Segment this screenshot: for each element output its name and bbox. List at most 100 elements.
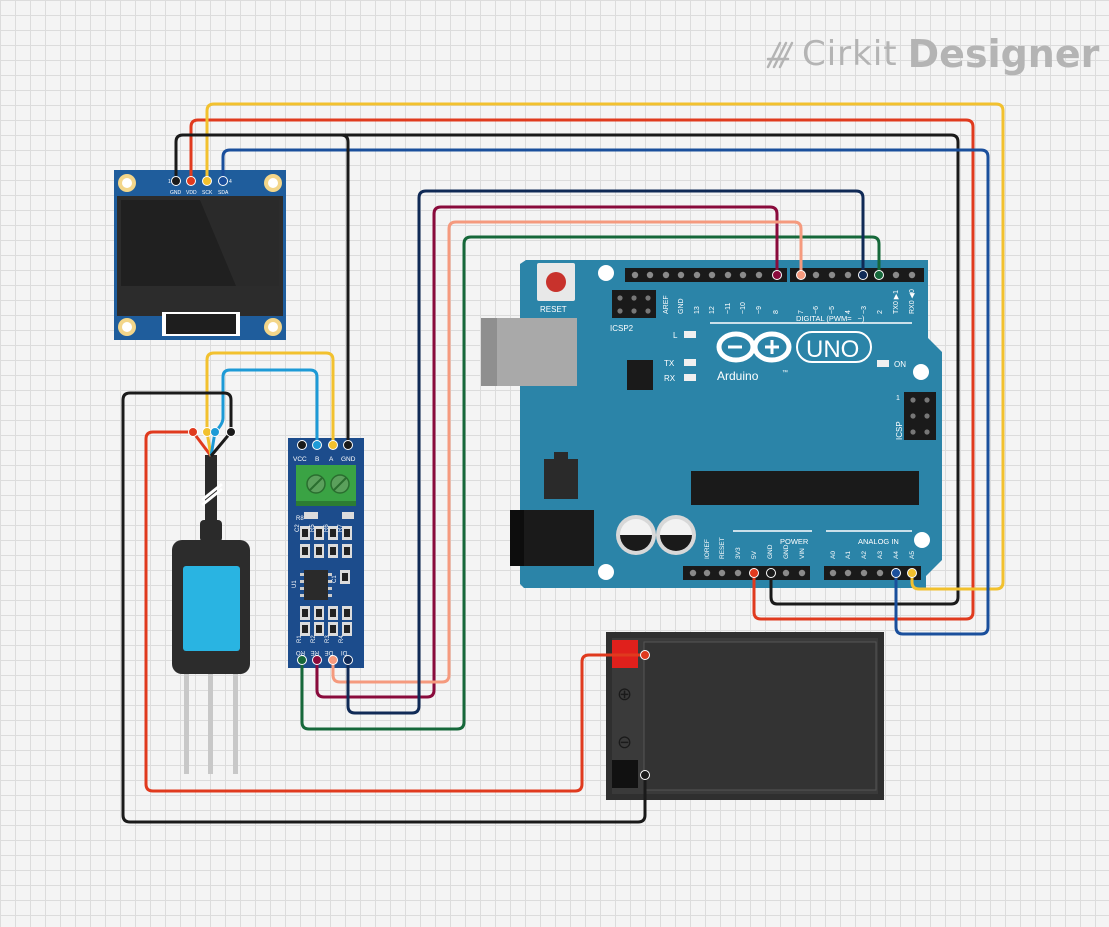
wire-endpoint[interactable]: [891, 568, 901, 578]
icsp-header[interactable]: [904, 392, 936, 440]
digital-pin-label: AREF: [663, 295, 670, 314]
wire-rs485-de-salmon[interactable]: [331, 220, 803, 684]
wire-endpoint[interactable]: [210, 427, 220, 437]
wire-endpoint[interactable]: [343, 655, 353, 665]
digital-pin-label: 12: [709, 306, 716, 314]
wire-endpoint[interactable]: [171, 176, 181, 186]
wire-endpoint[interactable]: [186, 176, 196, 186]
wire-endpoint[interactable]: [328, 655, 338, 665]
cirkit-logo-icon: [766, 41, 794, 69]
wire-rs485-b-blue[interactable]: [213, 368, 319, 447]
capacitor-2: [656, 515, 696, 555]
digital-pin[interactable]: [828, 271, 836, 279]
svg-text:R4: R4: [339, 635, 345, 643]
wire-rs485-ro-green[interactable]: [300, 235, 881, 731]
led-tx: [684, 359, 696, 366]
digital-pin[interactable]: [892, 271, 900, 279]
arduino-mount-hole-3: [914, 532, 930, 548]
power-pin[interactable]: [734, 569, 742, 577]
arduino-mount-hole-1: [598, 265, 614, 281]
icsp2-header[interactable]: [612, 290, 656, 318]
power-pin[interactable]: [798, 569, 806, 577]
wire-endpoint[interactable]: [328, 440, 338, 450]
oled-pin-sck-label: SCK: [202, 190, 213, 196]
battery-pack[interactable]: ⊕ ⊖: [606, 632, 884, 800]
oled-display[interactable]: 1 4 GND VDD SCK SDA: [114, 170, 286, 340]
wire-endpoint[interactable]: [640, 650, 650, 660]
power-pin-label: GND: [783, 544, 790, 559]
battery-negative-terminal[interactable]: [612, 760, 638, 788]
wire-rs485-gnd-oled[interactable]: [181, 133, 350, 447]
analog-header[interactable]: [824, 566, 921, 580]
wire-endpoint[interactable]: [749, 568, 759, 578]
wire-endpoint[interactable]: [202, 176, 212, 186]
digital-pin[interactable]: [646, 271, 654, 279]
arduino-mount-hole-2: [913, 364, 929, 380]
wire-sensor-black[interactable]: [121, 391, 647, 824]
wire-endpoint[interactable]: [772, 270, 782, 280]
power-header[interactable]: [683, 566, 810, 580]
wire-endpoint[interactable]: [218, 176, 228, 186]
digital-pin[interactable]: [631, 271, 639, 279]
analog-pin[interactable]: [860, 569, 868, 577]
wire-oled-vdd[interactable]: [189, 118, 975, 621]
wire-endpoint[interactable]: [874, 270, 884, 280]
brand-name-designer: Designer: [907, 32, 1100, 76]
arduino-mount-hole-4: [598, 564, 614, 580]
battery-plus-symbol: ⊕: [617, 684, 632, 704]
oled-pin-labels: 1 4 GND VDD SCK SDA: [168, 179, 232, 196]
digital-header-left[interactable]: [625, 268, 787, 282]
wire-endpoint[interactable]: [766, 568, 776, 578]
soil-moisture-sensor[interactable]: [172, 455, 250, 774]
svg-text:R5: R5: [310, 524, 316, 532]
capacitor-1: [616, 515, 656, 555]
digital-pin[interactable]: [708, 271, 716, 279]
digital-pin[interactable]: [908, 271, 916, 279]
digital-pin[interactable]: [739, 271, 747, 279]
rs485-module[interactable]: VCC B A GND R8 C2 R5 R6 R7: [288, 438, 364, 668]
analog-pin[interactable]: [876, 569, 884, 577]
wire-endpoint[interactable]: [226, 427, 236, 437]
sensor-cable: [205, 455, 217, 523]
oled-pin-gnd-label: GND: [170, 190, 182, 196]
digital-pin[interactable]: [662, 271, 670, 279]
rs485-pin-ro-label: RO: [296, 649, 305, 655]
digital-pin[interactable]: [755, 271, 763, 279]
wire-rs485-di-navy[interactable]: [346, 189, 865, 715]
digital-pin[interactable]: [844, 271, 852, 279]
icsp-label: ICSP: [895, 421, 904, 440]
wire-endpoint[interactable]: [858, 270, 868, 280]
digital-pin[interactable]: [693, 271, 701, 279]
power-pin[interactable]: [703, 569, 711, 577]
wire-rs485-re-maroon[interactable]: [315, 205, 779, 699]
wire-oled-sda[interactable]: [221, 148, 990, 636]
wire-rs485-vcc-yellow[interactable]: [205, 351, 335, 447]
wire-oled-gnd[interactable]: [174, 133, 960, 606]
wire-endpoint[interactable]: [907, 568, 917, 578]
wire-sensor-red[interactable]: [144, 430, 647, 793]
wire-endpoint[interactable]: [297, 655, 307, 665]
digital-pin[interactable]: [812, 271, 820, 279]
digital-header-right[interactable]: [790, 268, 924, 282]
wire-endpoint[interactable]: [297, 440, 307, 450]
reset-label: RESET: [540, 305, 567, 314]
digital-pin[interactable]: [724, 271, 732, 279]
wire-endpoint[interactable]: [188, 427, 198, 437]
digital-pin-label: 4: [845, 310, 852, 314]
power-pin-label: RESET: [719, 537, 726, 559]
sensor-cable-gland: [200, 520, 222, 542]
wire-endpoint[interactable]: [796, 270, 806, 280]
wire-endpoint[interactable]: [312, 655, 322, 665]
power-pin[interactable]: [718, 569, 726, 577]
wire-endpoint[interactable]: [343, 440, 353, 450]
wire-endpoint[interactable]: [640, 770, 650, 780]
analog-pin[interactable]: [844, 569, 852, 577]
digital-pin[interactable]: [677, 271, 685, 279]
analog-pin[interactable]: [829, 569, 837, 577]
power-pin[interactable]: [689, 569, 697, 577]
power-pin[interactable]: [782, 569, 790, 577]
wire-endpoint[interactable]: [312, 440, 322, 450]
wire-oled-sck[interactable]: [205, 102, 1005, 591]
